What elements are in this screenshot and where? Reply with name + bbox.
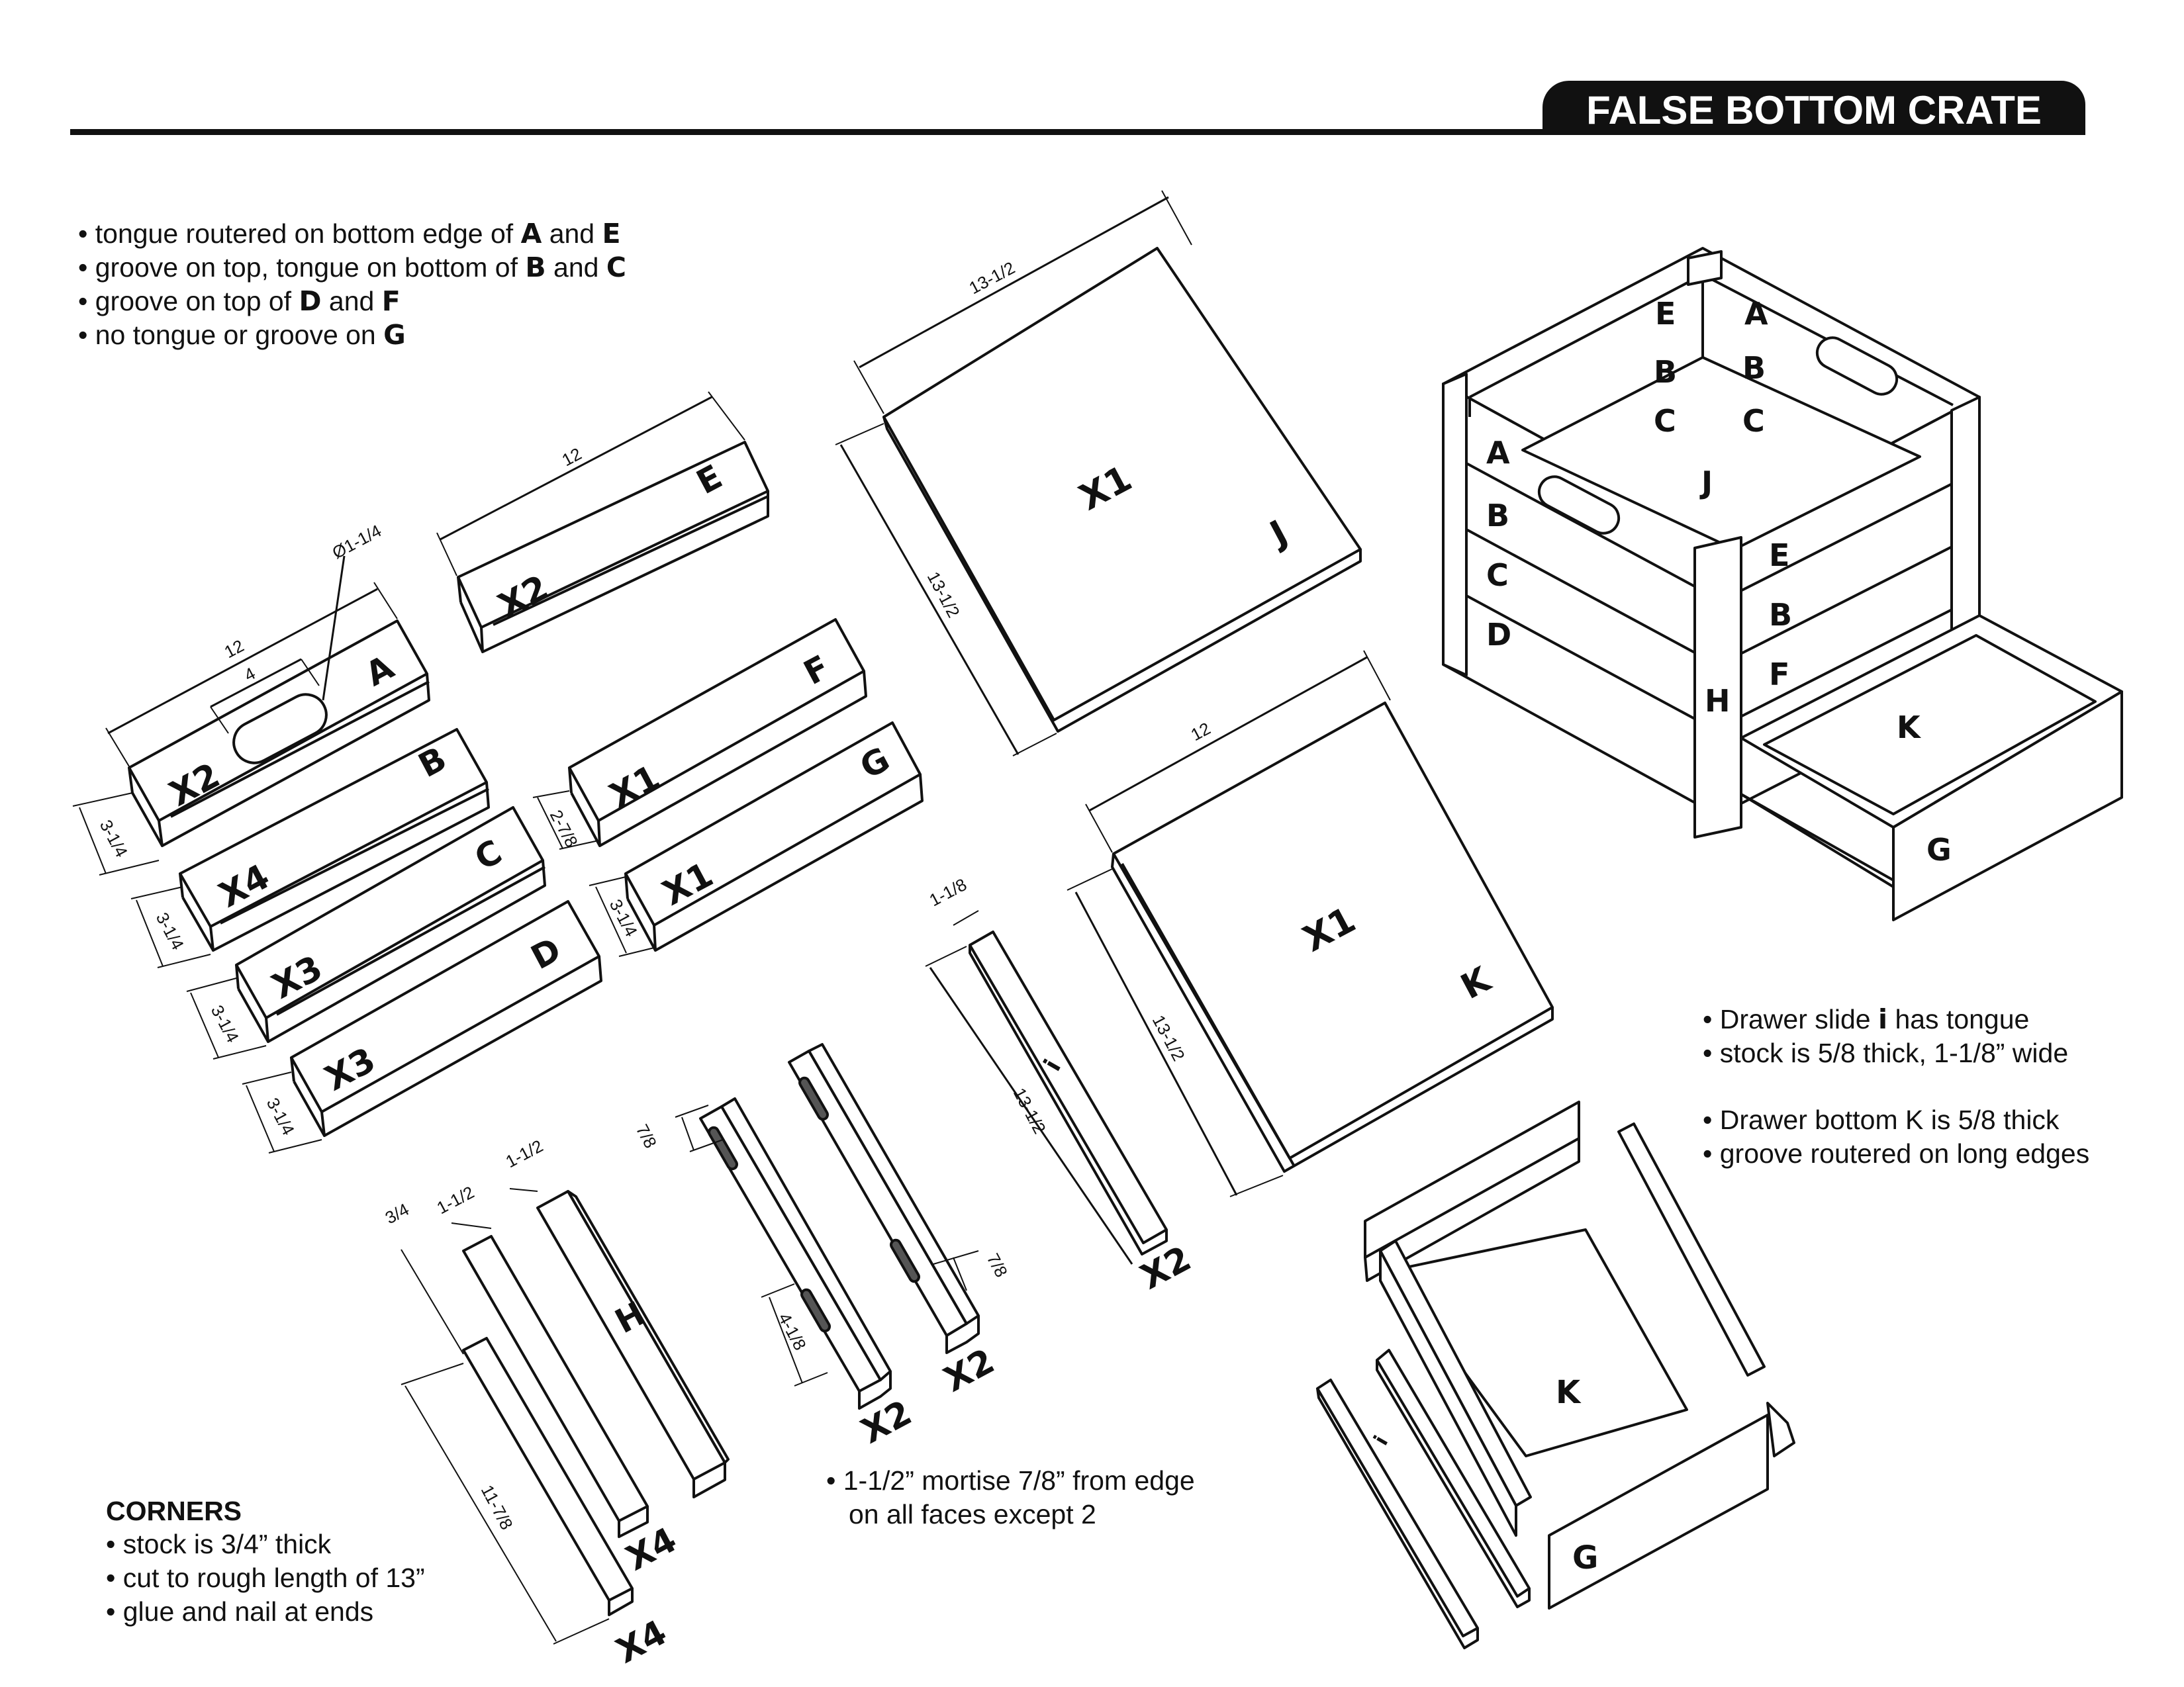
part-g-board [589,721,924,957]
crate-label-e-side: E [1769,537,1789,573]
crate-label-b-back-right: B [1742,350,1766,386]
corner-post-2 [788,1043,980,1354]
dim-k-depth: 13-1/2 [1149,1012,1189,1064]
corners-heading: CORNERS [106,1496,242,1526]
dims-corner-posts [675,1105,979,1387]
drawer-label-i: i [1370,1432,1393,1449]
crate-label-g: G [1926,832,1952,868]
crate-label-d-front: D [1486,617,1511,653]
dim-g-height: 3-1/4 [606,896,641,940]
part-j-panel [835,190,1362,756]
part-d-board [290,900,602,1137]
label-qty-h2: X4 [610,1613,673,1672]
dim-mortise-offset-1: 7/8 [632,1121,661,1152]
part-k-panel [1067,650,1554,1197]
note-g: • no tongue or groove on G [78,319,406,351]
dim-d-height: 3-1/4 [263,1095,299,1138]
crate-label-f-side: F [1769,657,1789,692]
label-qty-slide: X2 [1134,1239,1198,1298]
dim-a-height: 3-1/4 [96,817,132,860]
drawer-label-k: K [1556,1374,1582,1411]
crate-label-c-back-right: C [1742,403,1765,439]
drawer-slide [925,910,1168,1265]
note-drawer-stock: • stock is 5/8 thick, 1-1/8” wide [1703,1038,2069,1068]
assembled-crate [1442,247,2123,921]
note-groove-d-f: • groove on top of D and F [78,285,401,317]
title-tab [1543,81,2085,135]
dim-corner-mid: 1-1/2 [434,1182,477,1218]
dim-a-dia: Ø1-1/4 [329,520,385,563]
part-e-board [436,391,769,653]
dim-f-height: 2-7/8 [546,807,582,850]
dim-c-height: 3-1/4 [207,1002,243,1046]
note-drawer-bottom: • Drawer bottom K is 5/8 thick [1703,1105,2060,1135]
note-groove-b-c: • groove on top, tongue on bottom of B a… [78,251,626,283]
note-tongue-a-e: • tongue routered on bottom edge of A an… [78,218,621,250]
dim-j-width: 13-1/2 [966,257,1018,298]
part-f-board [532,618,867,850]
crate-label-a-back: A [1744,296,1768,332]
part-c-board [235,806,546,1043]
note-mortise-1: • 1-1/2” mortise 7/8” from edge [826,1465,1195,1496]
title-rule [70,129,2076,135]
part-a-board [105,555,430,847]
dims-3-1-4-left [72,792,322,1154]
dim-j-depth: 13-1/2 [924,569,964,621]
crate-label-h: H [1705,683,1731,719]
label-qty-h1: X4 [620,1520,683,1579]
dim-mortise-length: 4-1/8 [775,1310,810,1353]
note-drawer-slide: • Drawer slide i has tongue [1703,1003,2030,1035]
dim-a-length: 12 [221,635,248,662]
dim-slide-length: 13-1/2 [1010,1085,1050,1137]
crate-label-c-front: C [1486,557,1509,593]
dim-slide-width: 1-1/8 [926,874,970,910]
corner-h-piece [536,1190,730,1498]
dim-corner-thin: 3/4 [382,1199,412,1228]
dim-a-slot: 4 [241,663,259,685]
dim-b-height: 3-1/4 [152,909,188,953]
exploded-drawer [1316,1101,1795,1649]
corner-post-1 [699,1097,892,1410]
crate-label-j: J [1699,465,1713,500]
label-qty-post1: X2 [855,1393,918,1452]
crate-label-c-back-left: C [1654,403,1676,439]
note-mortise-2: on all faces except 2 [849,1499,1096,1529]
page-title: FALSE BOTTOM CRATE [1586,88,2042,132]
crate-label-e-back: E [1655,296,1676,332]
corner-x4-lower [462,1337,634,1616]
corner-x4-upper [462,1235,649,1538]
part-b-board [179,728,490,952]
dim-mortise-offset-2: 7/8 [983,1250,1012,1281]
crate-label-b-side: B [1769,597,1792,633]
dim-corner-wide: 1-1/2 [502,1136,546,1171]
crate-label-b-front: B [1486,498,1509,533]
corners-length: • cut to rough length of 13” [106,1563,425,1593]
corners-glue: • glue and nail at ends [106,1596,374,1627]
crate-label-a-front: A [1486,435,1510,471]
note-drawer-groove: • groove routered on long edges [1703,1138,2090,1169]
dim-k-width: 12 [1188,718,1214,745]
crate-label-b-back-left: B [1654,354,1677,390]
corners-thickness: • stock is 3/4” thick [106,1529,332,1559]
dim-corner-length: 11-7/8 [477,1482,517,1533]
dims-corners [401,1188,610,1645]
drawer-label-g: G [1572,1539,1598,1576]
crate-label-k: K [1897,709,1922,745]
